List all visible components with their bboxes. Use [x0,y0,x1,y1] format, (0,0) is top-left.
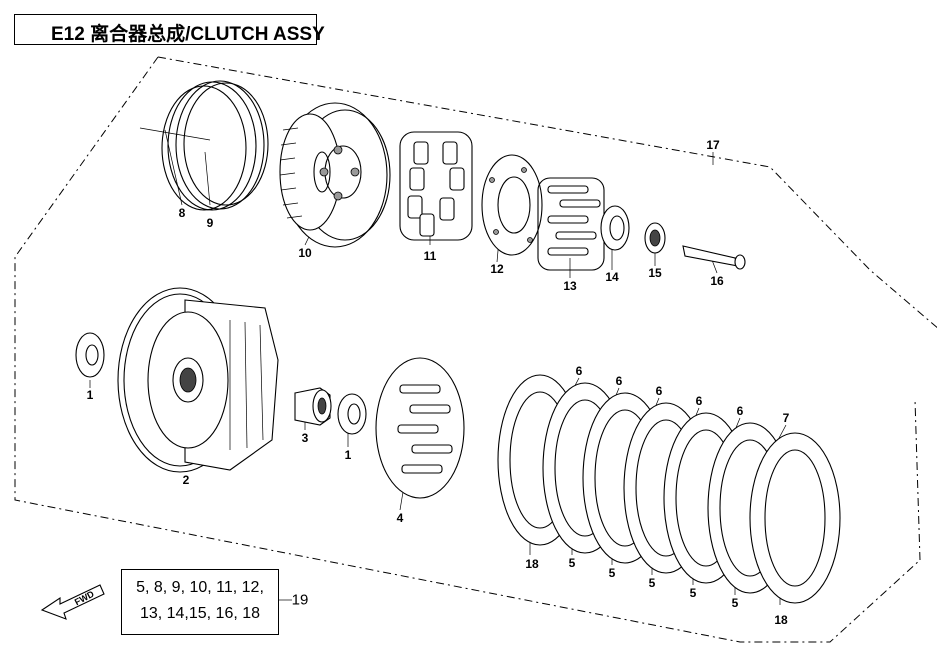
callout-1b: 1 [344,448,352,462]
assembly-boundary [14,56,937,643]
callout-5e: 5 [731,596,739,610]
title-box: E12 离合器总成/CLUTCH ASSY [14,14,325,45]
page-title: E12 离合器总成/CLUTCH ASSY [51,24,325,45]
callout-5c: 5 [648,576,656,590]
kit-line-1: 5, 8, 9, 10, 11, 12, [136,579,264,596]
callout-17: 17 [706,138,720,152]
callout-12: 12 [490,262,504,276]
callout-18b: 18 [774,613,788,627]
part-11-springs [399,131,473,241]
callout-6e: 6 [736,404,744,418]
callout-14: 14 [605,270,619,284]
part-1-washer-b [337,393,367,435]
part-13-bolts [537,177,605,271]
part-3-bushing [294,387,332,426]
callout-10: 10 [298,246,312,260]
callout-5d: 5 [689,586,697,600]
part-4-plate [375,357,465,499]
callout-6a: 6 [575,364,583,378]
part-2-clutch-housing [117,287,279,473]
callout-2: 2 [182,473,190,487]
callout-16: 16 [710,274,724,288]
callout-5a: 5 [568,556,576,570]
fwd-arrow-icon [40,584,105,620]
part-12-pressure-plate [481,154,543,256]
clutch-plate-stack [497,374,841,604]
part-14-15-16 [600,205,746,270]
part-10-clutch-center [279,102,391,248]
callout-1: 1 [86,388,94,402]
callout-7: 7 [782,411,790,425]
kit-line-2: 13, 14,15, 16, 18 [139,605,261,622]
callout-9: 9 [206,216,214,230]
kit-label: 19 [291,591,309,609]
callout-8: 8 [178,206,186,220]
callout-11: 11 [423,249,437,263]
callout-6c: 6 [655,384,663,398]
callout-6b: 6 [615,374,623,388]
callout-6d: 6 [695,394,703,408]
callout-13: 13 [563,279,577,293]
callout-5b: 5 [608,566,616,580]
callout-4: 4 [396,511,404,525]
callout-3: 3 [301,431,309,445]
callout-15: 15 [648,266,662,280]
part-1-washer-a [75,332,105,378]
kit-box: 5, 8, 9, 10, 11, 12, 13, 14,15, 16, 18 [121,569,279,635]
callout-18a: 18 [525,557,539,571]
part-8-9-rings [161,80,269,211]
